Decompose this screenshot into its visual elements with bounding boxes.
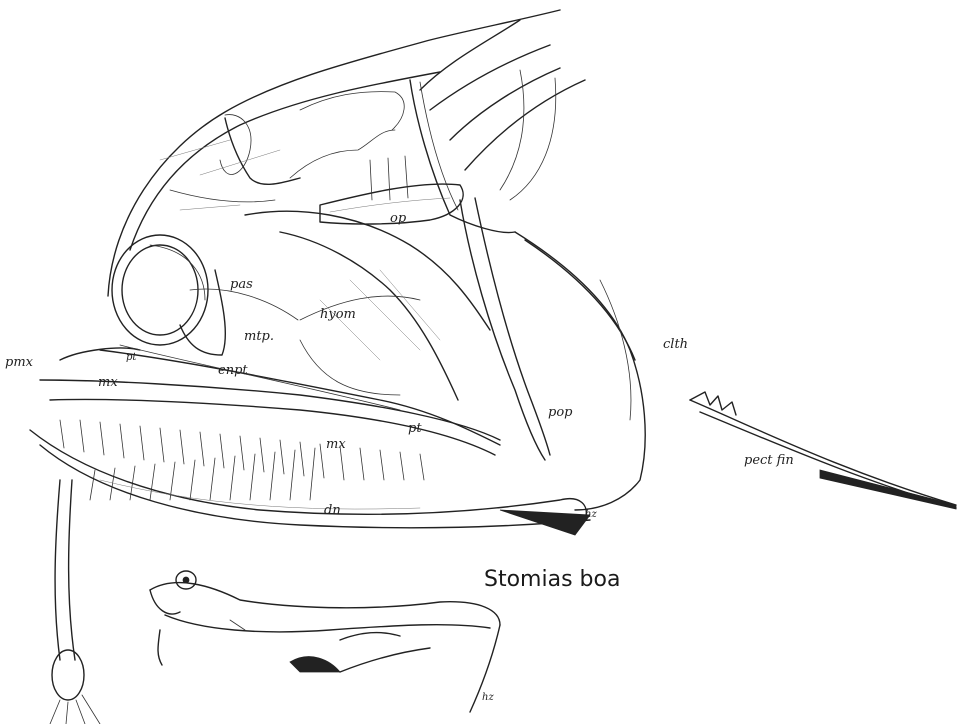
label-mx-upper: mx xyxy=(98,375,118,390)
lower-jaw xyxy=(30,430,590,535)
pectoral-fin xyxy=(690,392,956,509)
label-hz: hz xyxy=(585,509,597,520)
chin-barbel xyxy=(50,480,100,724)
label-pt-upper: pt xyxy=(126,352,137,363)
label-enpt: enpt xyxy=(218,363,248,378)
label-pt-lower: pt xyxy=(408,421,422,436)
inset-fish xyxy=(150,571,500,712)
hyomandibular xyxy=(245,198,550,460)
label-pect-fin: pect fin xyxy=(744,453,794,468)
label-pmx: pmx xyxy=(5,355,34,370)
label-dn: dn xyxy=(324,503,341,518)
cranium xyxy=(108,10,560,296)
label-hyom: hyom xyxy=(320,307,356,322)
dorsal-spines xyxy=(410,20,585,233)
label-clth: clth xyxy=(663,337,688,352)
label-mx-lower: mx xyxy=(326,437,346,452)
figure-caption: Stomias boa xyxy=(484,567,620,592)
label-op: op xyxy=(390,211,407,226)
label-pas: pas xyxy=(230,277,253,292)
label-pop: pop xyxy=(548,405,573,420)
label-hz-small: hz xyxy=(482,692,494,703)
upper-jaw xyxy=(40,345,500,455)
label-mtp: mtp. xyxy=(244,329,274,344)
cleithrum xyxy=(515,232,645,510)
